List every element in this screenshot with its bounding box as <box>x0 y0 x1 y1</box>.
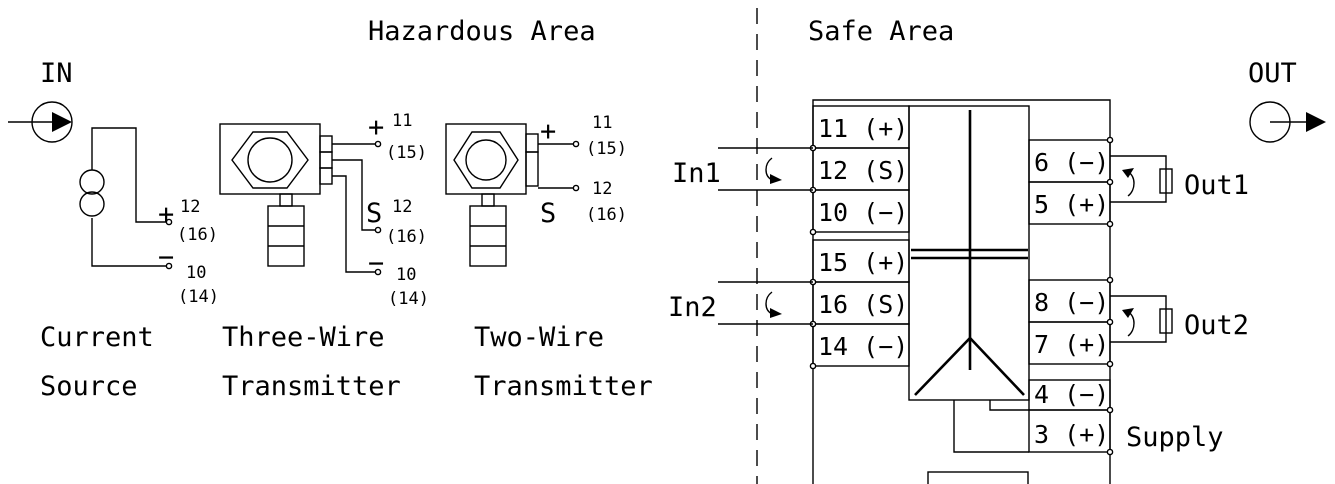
two-wire-s: S <box>540 198 556 229</box>
isolator-module <box>809 99 1114 484</box>
out-signal-icon <box>1249 101 1326 143</box>
three-wire-s-alt: (16) <box>386 227 427 247</box>
current-source-plus: + <box>158 199 174 230</box>
terminal-12: 12 (S) <box>818 156 908 185</box>
current-source-label-1: Current <box>40 322 154 353</box>
two-wire-label-2: Transmitter <box>474 371 653 402</box>
terminal-8: 8 (−) <box>1034 288 1109 317</box>
two-wire-plus-alt: (15) <box>586 139 627 159</box>
three-wire-s-num: 12 <box>392 197 412 217</box>
two-wire-label-1: Two-Wire <box>474 322 604 353</box>
terminal-15: 15 (+) <box>818 248 908 277</box>
out2-current-arrow-icon <box>1122 308 1135 337</box>
terminal-6: 6 (−) <box>1034 148 1109 177</box>
two-wire-plus: + <box>540 116 556 147</box>
three-wire-plus-alt: (15) <box>386 143 427 163</box>
three-wire-plus: + <box>368 112 384 143</box>
current-source-minus-num: 10 <box>186 263 206 283</box>
in-label: IN <box>40 58 73 89</box>
three-wire-transmitter-icon <box>219 123 382 276</box>
out1-current-arrow-icon <box>1122 168 1135 197</box>
in2-wiring <box>718 281 813 325</box>
terminal-4: 4 (−) <box>1034 380 1109 409</box>
current-source-symbol <box>79 127 173 270</box>
three-wire-minus: − <box>368 248 384 279</box>
two-wire-s-num: 12 <box>592 179 612 199</box>
current-source-label-2: Source <box>40 371 138 402</box>
safe-area-title: Safe Area <box>808 16 954 47</box>
terminal-5: 5 (+) <box>1034 190 1109 219</box>
out2-label: Out2 <box>1184 310 1249 341</box>
three-wire-label-1: Three-Wire <box>222 322 385 353</box>
two-wire-transmitter-icon <box>445 123 580 267</box>
terminal-11: 11 (+) <box>818 114 908 143</box>
current-source-minus: − <box>158 242 174 273</box>
terminal-10: 10 (−) <box>818 198 908 227</box>
terminal-14: 14 (−) <box>818 332 908 361</box>
three-wire-plus-num: 11 <box>392 111 412 131</box>
current-source-minus-alt: (14) <box>178 287 219 307</box>
current-source-plus-alt: (16) <box>177 225 218 245</box>
in1-current-arrow-icon <box>765 157 782 184</box>
in-signal-icon <box>8 101 73 143</box>
in2-label: In2 <box>668 292 717 323</box>
out1-label: Out1 <box>1184 170 1249 201</box>
hazardous-area-title: Hazardous Area <box>368 16 596 47</box>
terminal-7: 7 (+) <box>1034 330 1109 359</box>
in2-current-arrow-icon <box>765 291 782 318</box>
terminal-16: 16 (S) <box>818 290 908 319</box>
current-source-plus-num: 12 <box>180 197 200 217</box>
supply-label: Supply <box>1126 422 1224 453</box>
two-wire-plus-num: 11 <box>592 113 612 133</box>
out1-wiring <box>1110 155 1173 203</box>
three-wire-minus-alt: (14) <box>388 289 429 309</box>
three-wire-label-2: Transmitter <box>222 371 401 402</box>
two-wire-s-alt: (16) <box>586 205 627 225</box>
in1-wiring <box>718 147 813 191</box>
three-wire-minus-num: 10 <box>396 265 416 285</box>
out-label: OUT <box>1248 58 1297 89</box>
three-wire-s: S <box>366 198 382 229</box>
out2-wiring <box>1110 295 1173 343</box>
terminal-3: 3 (+) <box>1034 420 1109 449</box>
in1-label: In1 <box>672 158 721 189</box>
